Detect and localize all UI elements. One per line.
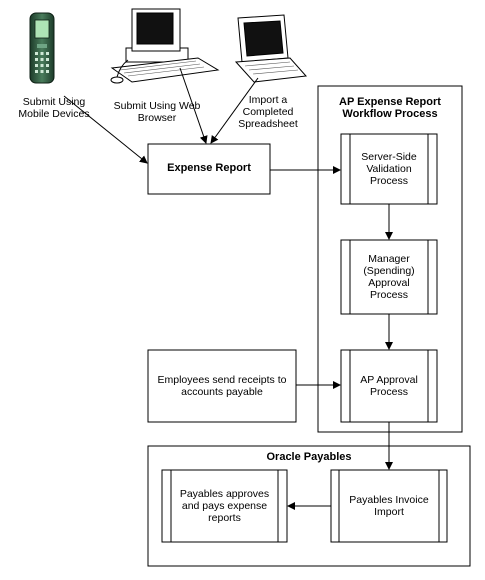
- mobile-to-report-arrow: [63, 95, 148, 164]
- web-to-report-arrow: [179, 67, 208, 144]
- spreadsheet-to-report-arrow: [210, 77, 259, 144]
- validation-process-label: Server-Side Validation Process: [361, 151, 417, 187]
- ap-approval-box: [340, 349, 438, 423]
- desktop-computer-icon: [110, 8, 220, 84]
- manager-approval-box: [340, 239, 438, 315]
- receipts-box: [147, 349, 297, 423]
- expense-report-label: Expense Report: [167, 162, 251, 174]
- laptop-icon: [234, 14, 308, 83]
- approves-pays-label: Payables approves and pays expense repor…: [179, 488, 270, 524]
- payables-container: [147, 445, 471, 567]
- approves-pays-box: [161, 469, 288, 543]
- manager-approval-label: Manager (Spending) Approval Process: [363, 253, 415, 301]
- expense-report-box: [147, 143, 271, 195]
- payables-title: Oracle Payables: [266, 451, 352, 463]
- invoice-import-label: Payables Invoice Import: [349, 494, 429, 518]
- workflow-title: AP Expense Report Workflow Process: [339, 96, 441, 120]
- ap-approval-label: AP Approval Process: [360, 374, 418, 398]
- workflow-container: [317, 85, 463, 433]
- web-source-label: Submit Using Web Browser: [113, 100, 201, 124]
- receipts-label: Employees send receipts to accounts paya…: [157, 374, 287, 398]
- mobile-phone-icon: [29, 12, 55, 84]
- mobile-source-label: Submit Using Mobile Devices: [18, 96, 90, 120]
- spreadsheet-source-label: Import a Completed Spreadsheet: [238, 94, 298, 130]
- validation-process-box: [340, 133, 438, 205]
